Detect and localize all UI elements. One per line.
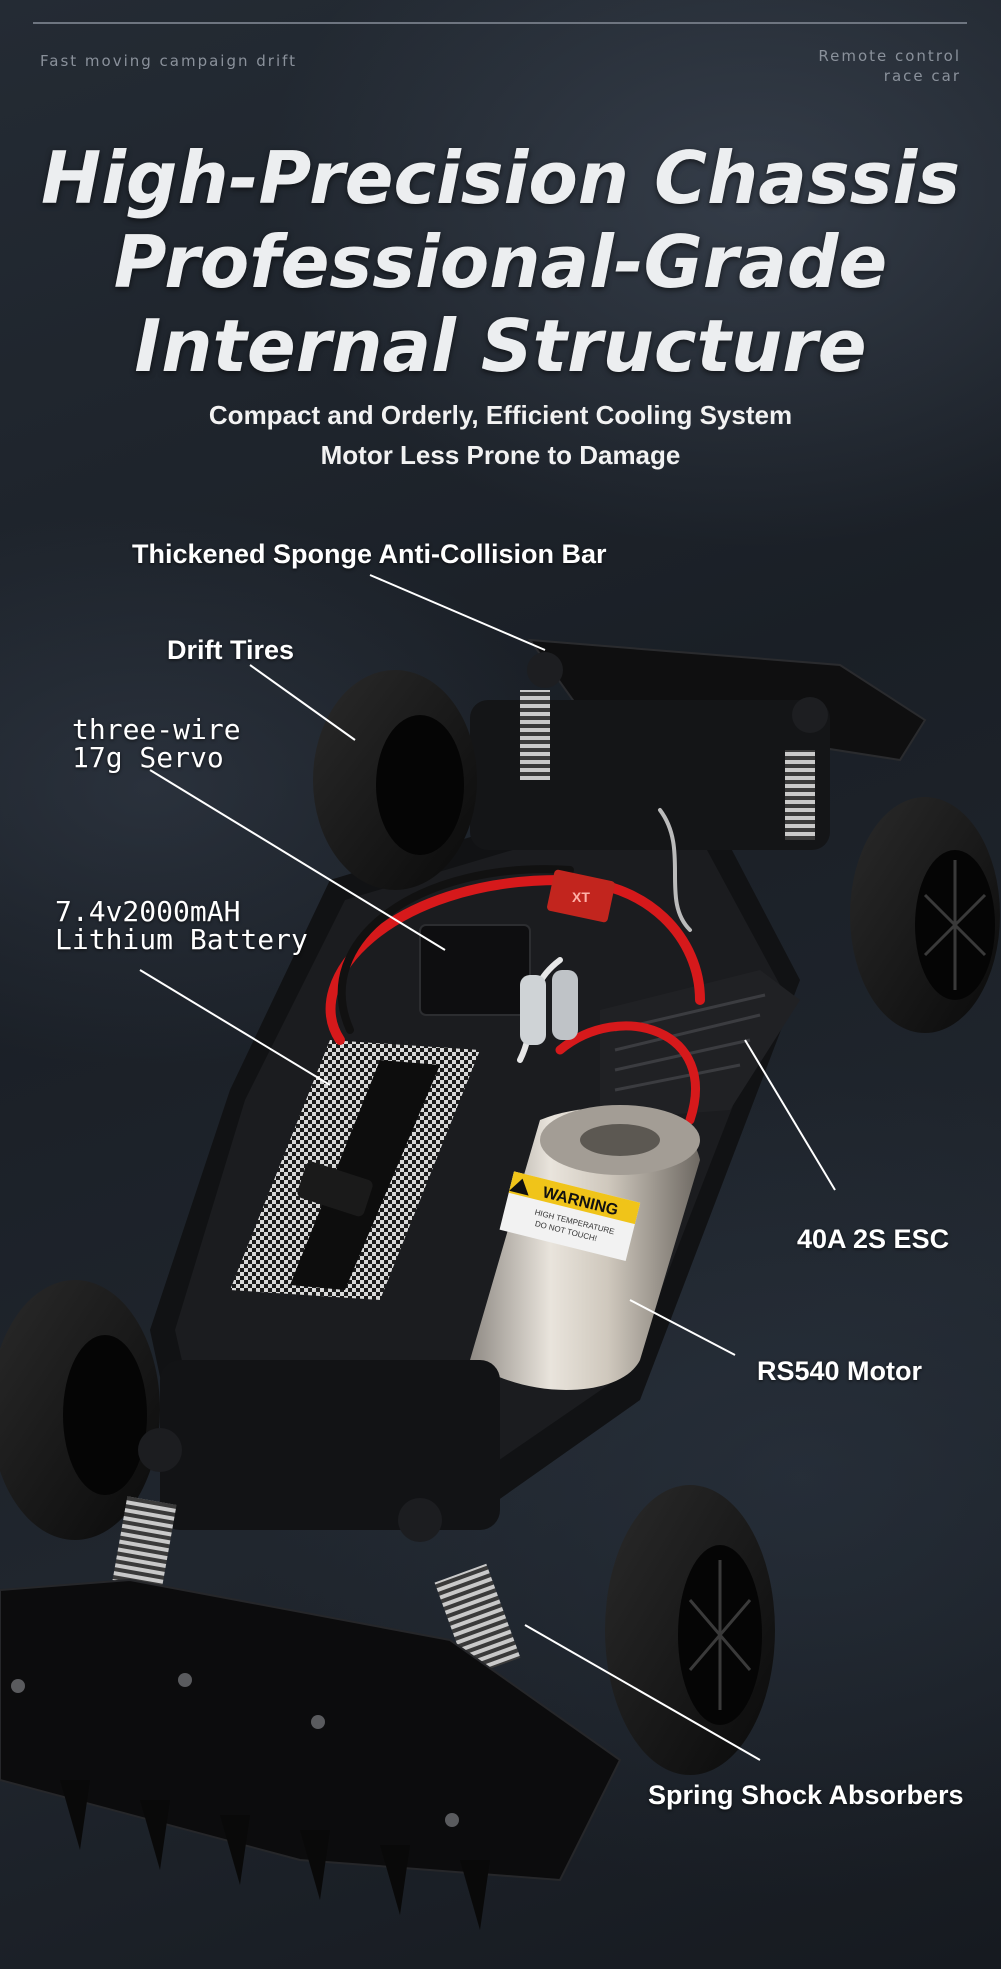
headline-line2: Professional-Grade — [113, 220, 888, 304]
esc-heatsink — [600, 970, 800, 1120]
tagline-right-line2: race car — [883, 67, 961, 85]
rear-right-tire — [605, 1485, 775, 1775]
label-esc: 40A 2S ESC — [797, 1224, 950, 1254]
tagline-left: Fast moving campaign drift — [40, 52, 298, 70]
subheading-line2: Motor Less Prone to Damage — [320, 440, 681, 470]
label-shock-absorbers: Spring Shock Absorbers — [648, 1780, 964, 1810]
label-anti-collision-bar: Thickened Sponge Anti-Collision Bar — [132, 539, 607, 569]
subheading-line1: Compact and Orderly, Efficient Cooling S… — [208, 400, 793, 430]
tagline-right-line1: Remote control — [818, 47, 961, 65]
label-battery: 7.4v2000mAH Lithium Battery — [55, 898, 308, 954]
headline: High-Precision Chassis Professional-Grad… — [0, 136, 1001, 388]
servo — [419, 924, 531, 1016]
label-servo-line1: three-wire — [72, 713, 241, 746]
callout-leader-lines — [139, 574, 836, 1761]
front-suspension — [470, 652, 830, 850]
label-motor: RS540 Motor — [757, 1356, 923, 1386]
headline-line3: Internal Structure — [134, 304, 867, 388]
rs540-motor: WARNING HIGH TEMPERATURE DO NOT TOUCH! — [470, 1105, 700, 1390]
rear-left-tire — [0, 1280, 160, 1540]
lithium-battery — [230, 1040, 480, 1300]
label-drift-tires: Drift Tires — [167, 635, 295, 665]
subheading: Compact and Orderly, Efficient Cooling S… — [0, 395, 1001, 475]
label-servo-line2: 17g Servo — [72, 741, 224, 774]
label-battery-line1: 7.4v2000mAH — [55, 895, 241, 928]
xt-connector: XT — [547, 869, 615, 923]
headline-line1: High-Precision Chassis — [40, 136, 961, 220]
front-right-tire — [850, 797, 1000, 1033]
svg-text:XT: XT — [572, 889, 590, 905]
label-battery-line2: Lithium Battery — [55, 923, 308, 956]
tagline-right: Remote control race car — [761, 46, 961, 86]
rear-diffuser — [0, 1578, 622, 1930]
capacitors — [520, 970, 578, 1045]
front-left-tire — [313, 670, 477, 890]
label-servo: three-wire 17g Servo — [72, 716, 241, 772]
rear-suspension — [112, 1360, 521, 1677]
top-divider — [33, 22, 967, 24]
